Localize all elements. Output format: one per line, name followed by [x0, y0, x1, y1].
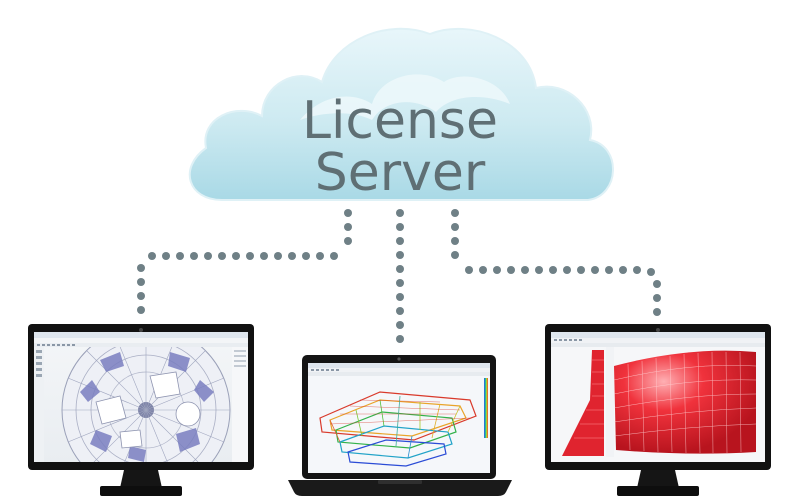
laptop-icon: [288, 355, 512, 496]
floor-plan-screen: [34, 332, 248, 462]
connection-right: [451, 209, 661, 316]
connection-lines: [137, 209, 661, 343]
cloud-icon: License Server: [188, 27, 614, 203]
monitor-icon: [545, 324, 771, 496]
cloud-shape: [188, 27, 614, 201]
connection-left: [137, 209, 352, 314]
red-mesh-screen: [551, 332, 765, 462]
structure-screen: [308, 363, 490, 473]
cloud-title-line2: Server: [315, 143, 486, 203]
monitor-icon: [28, 324, 254, 496]
cloud-highlight: [300, 74, 510, 120]
connection-middle: [396, 209, 404, 343]
cloud-title-line1: License: [302, 91, 498, 151]
